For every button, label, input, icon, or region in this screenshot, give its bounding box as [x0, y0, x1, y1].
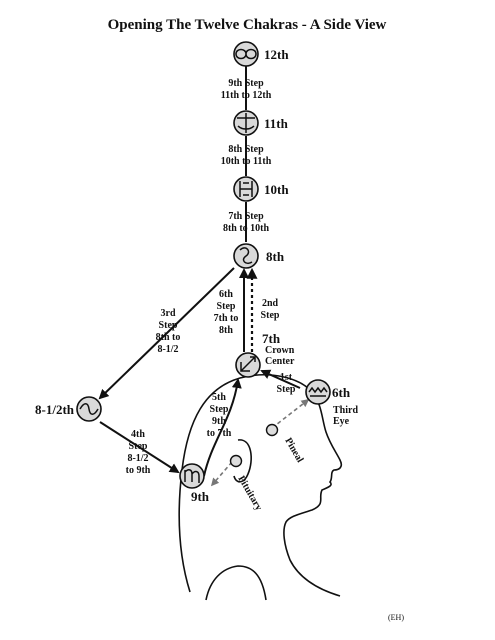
chakra-7-icon — [235, 352, 261, 378]
pituitary-gland-dot — [229, 454, 243, 468]
label-crown: Crown — [265, 345, 295, 356]
step4-label: 4th Step 8-1/2 to 9th — [126, 429, 151, 476]
step9-label: 9th Step 11th to 12th — [221, 78, 272, 101]
head-silhouette — [178, 374, 343, 601]
pineal-label: Pineal — [282, 436, 305, 465]
chakra-8half-icon — [76, 396, 102, 422]
label-11th: 11th — [264, 116, 289, 131]
chakra-6-icon — [305, 379, 331, 405]
chakra-8-icon — [233, 243, 259, 269]
svg-text:to 9th: to 9th — [126, 465, 151, 476]
step5-arrow — [203, 378, 242, 477]
chakra-11-icon — [233, 110, 259, 136]
svg-text:Step: Step — [129, 441, 148, 452]
svg-text:10th to 11th: 10th to 11th — [221, 156, 272, 167]
step4-arrow — [99, 421, 180, 474]
pineal-link — [271, 399, 310, 429]
step8-label: 8th Step 10th to 11th — [221, 144, 272, 167]
svg-text:1st: 1st — [280, 372, 293, 383]
svg-text:Step: Step — [210, 404, 229, 415]
label-10th: 10th — [264, 182, 289, 197]
svg-text:Step: Step — [277, 384, 296, 395]
diagram-title: Opening The Twelve Chakras - A Side View — [108, 17, 387, 33]
svg-text:3rd: 3rd — [161, 308, 176, 319]
svg-text:8th Step: 8th Step — [228, 144, 264, 155]
label-7th: 7th — [262, 331, 281, 346]
step1-arrow — [260, 369, 301, 389]
step5-label: 5th Step 9th to 7th — [207, 392, 232, 439]
svg-text:7th Step: 7th Step — [228, 211, 264, 222]
pituitary-link — [210, 461, 233, 487]
label-12th: 12th — [264, 47, 289, 62]
label-8half: 8-1/2th — [35, 402, 75, 417]
svg-text:Step: Step — [159, 320, 178, 331]
step7-label: 7th Step 8th to 10th — [223, 211, 270, 234]
svg-text:6th: 6th — [219, 289, 233, 300]
svg-text:11th to 12th: 11th to 12th — [221, 90, 272, 101]
step6-label: 6th Step 7th to 8th — [214, 289, 239, 336]
svg-text:Step: Step — [261, 310, 280, 321]
pituitary-label: Pituitary — [235, 474, 264, 513]
chakra-10-icon — [233, 176, 259, 202]
svg-text:8-1/2: 8-1/2 — [127, 453, 148, 464]
svg-text:7th to: 7th to — [214, 313, 239, 324]
svg-text:8-1/2: 8-1/2 — [157, 344, 178, 355]
step2-label: 2nd Step — [261, 298, 280, 321]
label-third: Third — [333, 405, 358, 416]
chakra-9-icon — [179, 463, 205, 489]
chakra-12-icon — [233, 41, 259, 67]
label-6th: 6th — [332, 385, 351, 400]
label-9th: 9th — [191, 489, 210, 504]
pineal-gland-dot — [265, 423, 279, 437]
label-center: Center — [265, 356, 295, 367]
svg-text:Step: Step — [217, 301, 236, 312]
svg-text:8th to: 8th to — [156, 332, 181, 343]
step3-arrow — [98, 267, 235, 400]
svg-text:9th: 9th — [212, 416, 226, 427]
svg-text:9th Step: 9th Step — [228, 78, 264, 89]
step1-label: 1st Step — [277, 372, 296, 395]
label-8th: 8th — [266, 249, 285, 264]
svg-text:5th: 5th — [212, 392, 226, 403]
credit-label: (EH) — [388, 613, 404, 622]
svg-text:8th: 8th — [219, 325, 233, 336]
step3-label: 3rd Step 8th to 8-1/2 — [156, 308, 181, 355]
svg-text:4th: 4th — [131, 429, 145, 440]
svg-text:8th to 10th: 8th to 10th — [223, 223, 270, 234]
label-eye: Eye — [333, 416, 350, 427]
svg-text:to 7th: to 7th — [207, 428, 232, 439]
svg-text:2nd: 2nd — [262, 298, 279, 309]
